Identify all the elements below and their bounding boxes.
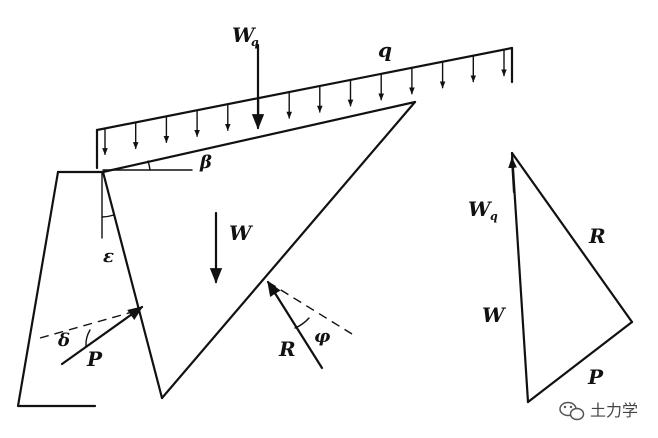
r-main-label: R [278, 337, 296, 361]
w-main-label: W [229, 221, 254, 245]
force-triangle [508, 151, 634, 404]
svg-text:W: W [232, 23, 257, 47]
delta-label: δ [57, 330, 70, 351]
epsilon-label: ε [103, 246, 114, 267]
phi-label: φ [314, 326, 331, 347]
p-triangle-label: P [587, 365, 604, 389]
w-triangle-label: W [482, 303, 507, 327]
r-triangle-label: R [588, 224, 606, 248]
reaction-r [266, 280, 353, 370]
svg-text:土力学: 土力学 [590, 401, 638, 420]
wq-triangle-label: W q [468, 197, 498, 223]
load-arrows [102, 48, 507, 156]
svg-text:q: q [251, 36, 259, 49]
earth-pressure-p [39, 305, 144, 366]
wechat-icon [559, 401, 585, 421]
wq-main-label: W q [232, 23, 259, 49]
epsilon-angle [101, 171, 115, 239]
sliding-wedge [101, 100, 417, 400]
svg-text:W: W [468, 197, 493, 221]
q-label: q [378, 38, 392, 62]
p-main-label: P [86, 347, 103, 371]
surcharge-load-q [95, 46, 514, 170]
beta-label: β [199, 152, 212, 173]
svg-text:q: q [490, 210, 498, 223]
beta-angle [102, 160, 193, 171]
watermark: 土力学 [559, 401, 638, 421]
